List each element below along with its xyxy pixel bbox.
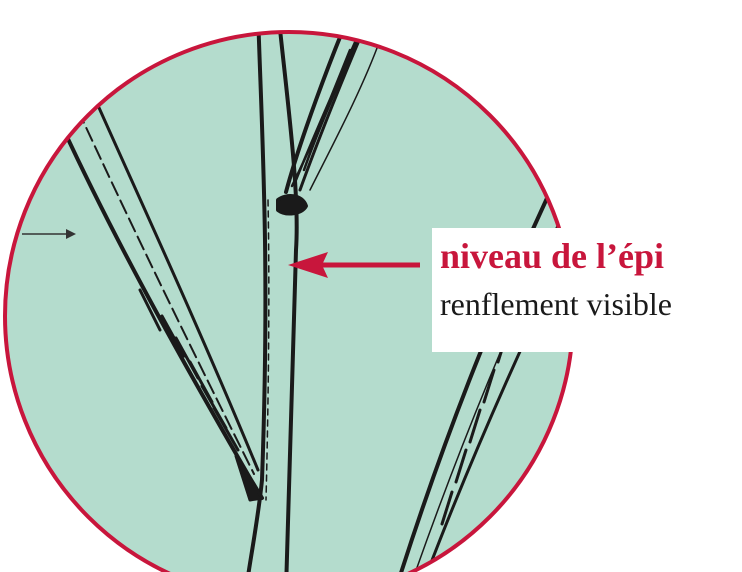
- label-subtitle: renflement visible: [440, 284, 672, 324]
- node-swelling: [278, 196, 306, 213]
- label-title: niveau de l’épi: [440, 234, 664, 278]
